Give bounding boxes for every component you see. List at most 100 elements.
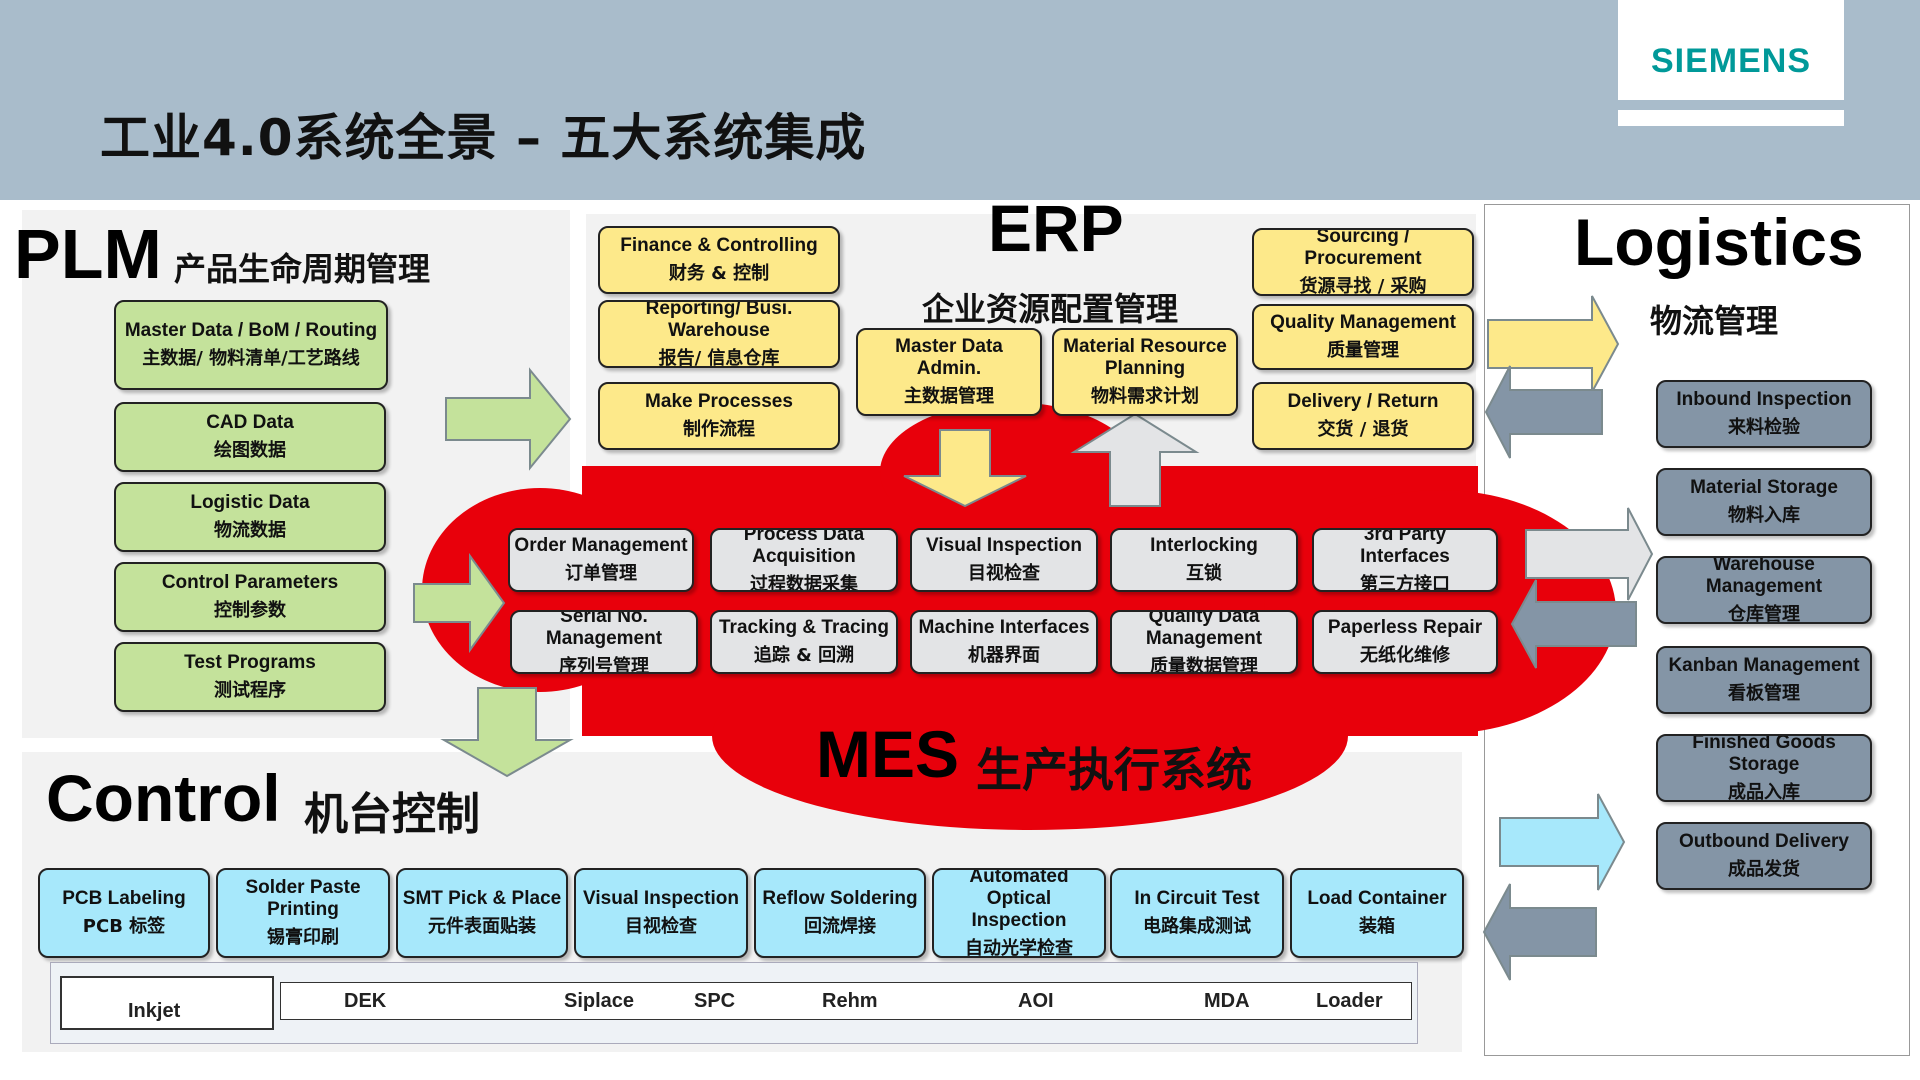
- box-label-cn: 自动光学检查: [965, 938, 1073, 958]
- box-label-cn: 绘图数据: [214, 440, 286, 461]
- box-label-en: Tracking & Tracing: [719, 617, 889, 638]
- box-label-cn: 订单管理: [565, 563, 637, 584]
- logistics-title: Logistics: [1574, 205, 1864, 279]
- box-label-en: Delivery / Return: [1287, 391, 1439, 412]
- machine-label-mda: MDA: [1204, 990, 1250, 1012]
- arrow-erp-to-mes: [903, 429, 1027, 508]
- box-label-cn: 看板管理: [1728, 683, 1800, 704]
- box-label-en: Process Data Acquisition: [743, 528, 865, 567]
- box-label-cn: 交货 / 退货: [1317, 419, 1409, 440]
- logistics-subtitle: 物流管理: [1650, 302, 1779, 340]
- box-label-cn: 序列号管理: [559, 656, 649, 674]
- box-label-en: Inbound Inspection: [1676, 389, 1852, 410]
- box-label-en: Quality Management: [1270, 312, 1456, 333]
- page-title: 工业4.0系统全景 – 五大系统集成: [100, 109, 867, 167]
- box-label-en: 3rd Party Interfaces: [1360, 528, 1450, 567]
- plm-box-logistic-data: Logistic Data 物流数据: [114, 482, 386, 552]
- box-label-cn: 主数据管理: [904, 386, 994, 407]
- box-label-cn: 物料需求计划: [1091, 386, 1199, 407]
- arrow-plm-to-erp: [445, 367, 572, 471]
- box-label-cn: 成品发货: [1728, 859, 1800, 880]
- mes-red-ellipse-bottom: [712, 642, 1348, 830]
- arrow-plm-to-control: [440, 687, 574, 778]
- arrow-mes-to-logistics: [1525, 507, 1654, 601]
- erp-box-master-data-admin: Master Data Admin. 主数据管理: [856, 328, 1042, 416]
- machine-label-siplace: Siplace: [564, 990, 635, 1012]
- box-label-cn: 电路集成测试: [1143, 916, 1251, 937]
- machine-label-rehm: Rehm: [822, 990, 878, 1012]
- box-label-en: Logistic Data: [190, 492, 310, 513]
- box-label-en: Warehouse Management: [1705, 556, 1823, 597]
- machine-label-spc: SPC: [694, 990, 736, 1012]
- box-label-en: Sourcing / Procurement: [1304, 228, 1422, 269]
- control-subtitle: 机台控制: [304, 789, 480, 840]
- box-label-cn: 目视检查: [968, 563, 1040, 584]
- arrow-logistics-to-erp: [1484, 365, 1603, 459]
- box-label-en: Kanban Management: [1668, 655, 1860, 676]
- arrow-logistics-to-mes: [1510, 579, 1637, 669]
- erp-box-delivery: Delivery / Return 交货 / 退货: [1252, 382, 1474, 450]
- box-label-en: Reflow Soldering: [762, 888, 918, 909]
- machine-label-dek: DEK: [344, 990, 387, 1012]
- box-label-en: Interlocking: [1150, 535, 1258, 556]
- machine-inkjet-frame: [60, 976, 274, 1030]
- machine-label-loader: Loader: [1316, 990, 1383, 1012]
- mes-subtitle: 生产执行系统: [976, 743, 1252, 797]
- box-label-cn: PCB 标签: [82, 916, 166, 937]
- box-label-cn: 追踪 & 回溯: [753, 645, 855, 666]
- mes-red-ellipse-top: [880, 402, 1140, 542]
- box-label-cn: 无纸化维修: [1360, 645, 1450, 666]
- logistics-box-kanban: Kanban Management 看板管理: [1656, 646, 1872, 714]
- logo-box: [1618, 0, 1844, 100]
- machine-line-frame: [280, 982, 1412, 1020]
- box-label-cn: 机器界面: [968, 645, 1040, 666]
- box-label-cn: 仓库管理: [1728, 604, 1800, 624]
- plm-subtitle: 产品生命周期管理: [174, 250, 431, 288]
- box-label-en: Solder Paste Printing: [245, 877, 361, 920]
- box-label-cn: 质量数据管理: [1150, 656, 1258, 674]
- box-label-cn: 装箱: [1359, 916, 1395, 937]
- box-label-en: Visual Inspection: [583, 888, 739, 909]
- plm-box-control-parameters: Control Parameters 控制参数: [114, 562, 386, 632]
- box-label-cn: 物料入库: [1728, 505, 1800, 526]
- box-label-en: Test Programs: [184, 652, 316, 673]
- box-label-cn: 质量管理: [1327, 340, 1399, 361]
- arrow-plm-to-mes: [413, 552, 506, 654]
- box-label-cn: 互锁: [1186, 563, 1222, 584]
- arrow-mes-to-erp: [1070, 412, 1200, 507]
- box-label-cn: 控制参数: [214, 600, 286, 621]
- logistics-box-warehouse: Warehouse Management 仓库管理: [1656, 556, 1872, 624]
- box-label-cn: 主数据/ 物料清单/工艺路线: [142, 348, 360, 369]
- box-label-en: Control Parameters: [161, 572, 339, 593]
- logo-underline: [1618, 110, 1844, 126]
- box-label-cn: 货源寻找 / 采购: [1299, 276, 1427, 296]
- box-label-cn: 第三方接口: [1360, 574, 1450, 592]
- arrow-control-to-logistics: [1499, 793, 1626, 891]
- box-label-cn: 财务 & 控制: [668, 263, 770, 284]
- box-label-en: Machine Interfaces: [918, 617, 1090, 638]
- box-label-cn: 回流焊接: [804, 916, 876, 937]
- box-label-cn: 物流数据: [214, 520, 286, 541]
- erp-box-sourcing: Sourcing / Procurement 货源寻找 / 采购: [1252, 228, 1474, 296]
- mes-box-interlocking: Interlocking 互锁: [1110, 528, 1298, 592]
- control-title: Control: [46, 761, 281, 835]
- box-label-en: Reporting/ Busi. Warehouse: [645, 300, 793, 341]
- plm-title: PLM: [14, 215, 162, 293]
- box-label-en: Master Data Admin.: [895, 336, 1003, 379]
- box-label-cn: 元件表面贴装: [428, 916, 536, 937]
- box-label-en: Material Storage: [1690, 477, 1838, 498]
